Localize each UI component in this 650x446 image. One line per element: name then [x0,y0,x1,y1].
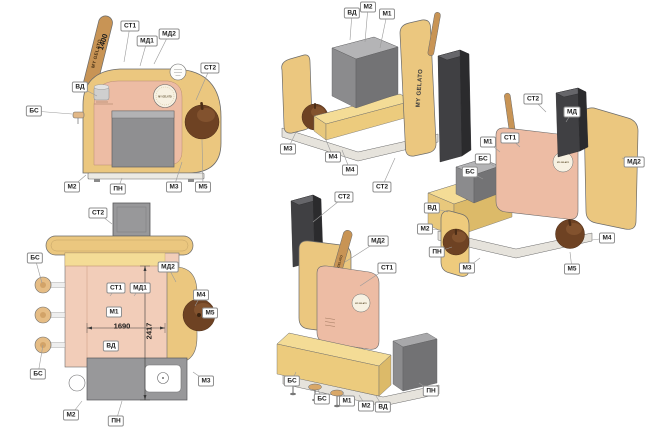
counter-unit [111,110,175,168]
service-square [112,202,151,237]
part-label: ВД [343,7,361,19]
plank-brand-text: MY GELATO [335,254,344,273]
part-label: БС [461,166,479,178]
part-label: М2 [357,400,375,412]
part-label: МД2 [158,28,180,40]
part-label: БС [29,368,47,380]
part-label: М2 [416,223,434,235]
part-label: М4 [192,289,210,301]
brand-logo-plate: MY GELATO [153,84,177,108]
part-label: МД [563,106,581,118]
sink [68,374,86,392]
part-label: М2 [63,181,81,193]
part-label: ВД [71,81,89,93]
part-label: МД2 [623,156,645,168]
view-axon-bottom: MY GELATO MY GELATO [276,194,470,408]
part-label: СТ2 [523,93,543,105]
wall-brand-text: MY GELATO [416,69,425,108]
dimension-line-1690 [86,323,166,333]
part-label: М4 [341,164,359,176]
view-side-elevation: MY GELATO MY GELATO [72,15,222,182]
logo-brand-text: MY GELATO [355,302,367,305]
part-label: СТ1 [500,132,520,144]
interior-panel [316,265,380,350]
part-label: М3 [458,262,476,274]
base-podium [87,172,205,182]
part-label: М1 [479,136,497,148]
part-label: М2 [62,409,80,421]
decor-sphere [555,219,585,249]
part-label: М2 [359,1,377,13]
logo-brand-text: MY GELATO [158,95,172,98]
sink [157,372,169,384]
vent-grille [324,317,336,327]
bar-stool-bracket [72,111,85,124]
dark-column [555,87,589,158]
part-label: М5 [194,181,212,193]
dimension-label: 1690 [113,321,131,331]
bar-stools [34,276,66,354]
dimension-label: 2417 [144,322,154,340]
part-label: БС [26,252,44,264]
part-label: СТ2 [200,62,220,74]
part-label: БС [283,375,301,387]
part-label: БС [474,153,492,165]
coffee-machine [93,84,113,105]
part-label: М1 [378,8,396,20]
dark-column [437,49,472,163]
part-label: ПН [107,415,125,427]
part-label: ПН [109,183,127,195]
part-label: М4 [324,151,342,163]
interior-panel [495,127,579,220]
part-label: СТ1 [106,282,126,294]
part-label: СТ2 [88,207,108,219]
part-label: МД2 [157,261,179,273]
menu-wall: MY GELATO [399,19,437,157]
part-label: М4 [598,232,616,244]
part-label: СТ1 [377,262,397,274]
kiosk-body-plan [64,252,198,368]
part-label: МД1 [136,35,158,47]
decor-sphere [442,228,470,256]
part-label: БС [313,393,331,405]
part-label: ПН [422,385,440,397]
logo-brand-text: MY GELATO [557,161,570,164]
counter-unit [331,36,399,109]
part-label: ВД [423,202,441,214]
top-counter-bar [45,235,194,256]
part-label: М3 [279,143,297,155]
part-label: М1 [105,306,123,318]
menu-wall [583,107,639,230]
part-label: М3 [165,181,183,193]
part-label: СТ2 [372,181,392,193]
counter-unit [392,332,438,392]
part-label: СТ2 [334,191,354,203]
sign-plank [427,12,441,56]
part-label: ПН [428,246,446,258]
decor-sphere [184,102,220,140]
part-label: М5 [201,307,219,319]
info-badge [169,63,187,81]
counter-run [313,93,413,141]
view-plan [34,202,216,401]
part-label: МД2 [367,235,389,247]
part-label: БС [25,105,43,117]
counter-unit [68,357,188,401]
part-label: М1 [338,395,356,407]
part-label: СТ1 [120,20,140,32]
part-label: МД1 [129,282,151,294]
view-axon-top-right: MY GELATO [281,12,472,163]
counter-run [276,332,392,397]
part-label: ВД [102,340,120,352]
brand-logo-plate: MY GELATO [351,293,371,313]
part-label: М3 [197,375,215,387]
part-label: ВД [374,401,392,413]
part-label: М5 [563,263,581,275]
